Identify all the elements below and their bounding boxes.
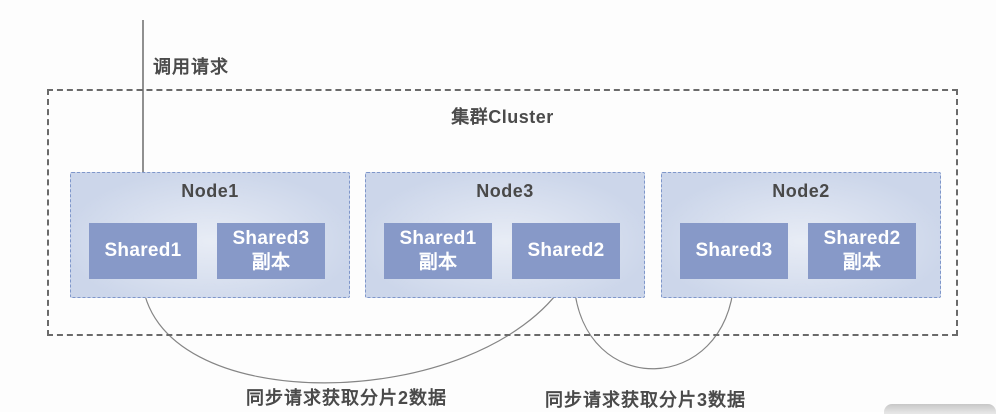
shard-shared2: Shared2 xyxy=(512,223,620,279)
shard-name: Shared2 xyxy=(823,228,901,249)
cluster-title: 集群Cluster xyxy=(451,107,554,127)
node-node3: Node3 Shared1 副本 Shared2 xyxy=(365,172,645,298)
node-node2: Node2 Shared3 Shared2 副本 xyxy=(661,172,941,298)
sync-label-shard2: 同步请求获取分片2数据 xyxy=(246,388,448,408)
shard-shared1: Shared1 xyxy=(89,223,197,279)
shard-shared2-replica: Shared2 副本 xyxy=(808,223,916,279)
shard-name: Shared1 xyxy=(399,228,477,249)
node3-title: Node3 xyxy=(476,181,534,201)
sync-label-shard3: 同步请求获取分片3数据 xyxy=(545,390,747,410)
shard-name: Shared3 xyxy=(232,228,310,249)
node1-title: Node1 xyxy=(181,181,239,201)
cluster-box: 集群Cluster Node1 Shared1 Shared3 副本 Node3… xyxy=(47,89,958,336)
call-request-label: 调用请求 xyxy=(153,57,229,77)
shard-shared1-replica: Shared1 副本 xyxy=(384,223,492,279)
corner-widget xyxy=(884,404,996,414)
shard-shared3: Shared3 xyxy=(680,223,788,279)
shard-suffix: 副本 xyxy=(842,252,882,273)
shard-name: Shared2 xyxy=(527,240,605,261)
shard-name: Shared3 xyxy=(695,240,773,261)
shard-shared3-replica: Shared3 副本 xyxy=(217,223,325,279)
shard-name: Shared1 xyxy=(104,240,182,261)
node-node1: Node1 Shared1 Shared3 副本 xyxy=(70,172,350,298)
shard-suffix: 副本 xyxy=(418,252,458,273)
node2-title: Node2 xyxy=(772,181,830,201)
shard-suffix: 副本 xyxy=(251,252,291,273)
